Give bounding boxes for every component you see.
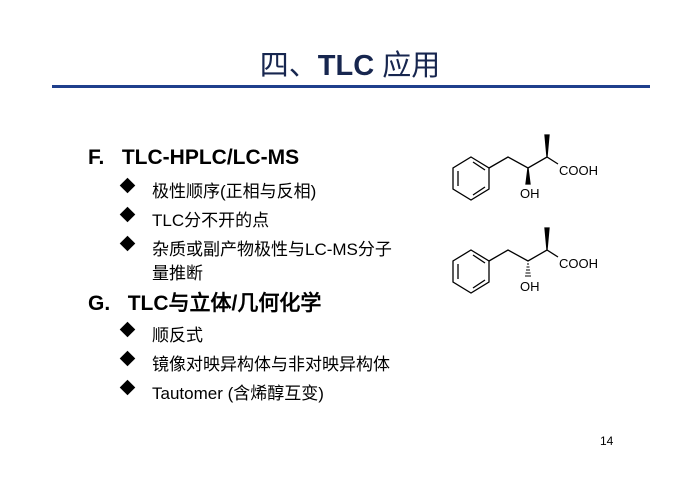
structure-anti: COOH OH [452,227,598,294]
section-heading-g: G. TLC与立体/几何化学 [88,287,321,317]
methyl-wedge [544,227,550,251]
hydroxyl-label: OH [520,186,540,201]
hydroxyl-label: OH [520,279,540,294]
section-letter: G. [88,292,111,315]
page-number: 14 [600,434,614,448]
bullet-text: 顺反式 [152,326,203,345]
section-title: TLC-HPLC/LC-MS [121,146,300,169]
slide-title: 四、TLC 应用 [0,42,700,84]
title-suffix: 应用 [374,50,441,82]
bullet-text: TLC分不开的点 [152,211,270,230]
section-letter: F. [88,146,105,169]
bullet-text: Tautomer (含烯醇互变) [152,384,324,403]
methyl-wedge [544,134,550,158]
title-prefix: 四、 [259,50,318,82]
oh-hashed-bond [525,263,531,277]
section-heading-f: F. TLC-HPLC/LC-MS [88,146,299,170]
section-title: TLC与立体/几何化学 [127,292,322,315]
bullet-text: 镜像对映异构体与非对映异构体 [152,355,390,374]
bullet-text: 极性顺序(正相与反相) [152,182,317,201]
acid-label: COOH [559,256,598,271]
bullet-text: 杂质或副产物极性与LC-MS分子 [152,240,392,259]
structure-syn: COOH OH [452,134,598,201]
title-divider [52,85,650,88]
acid-label: COOH [559,163,598,178]
bullet-text: 量推断 [152,264,203,283]
title-bold: TLC [317,50,375,82]
oh-wedge [525,167,531,185]
